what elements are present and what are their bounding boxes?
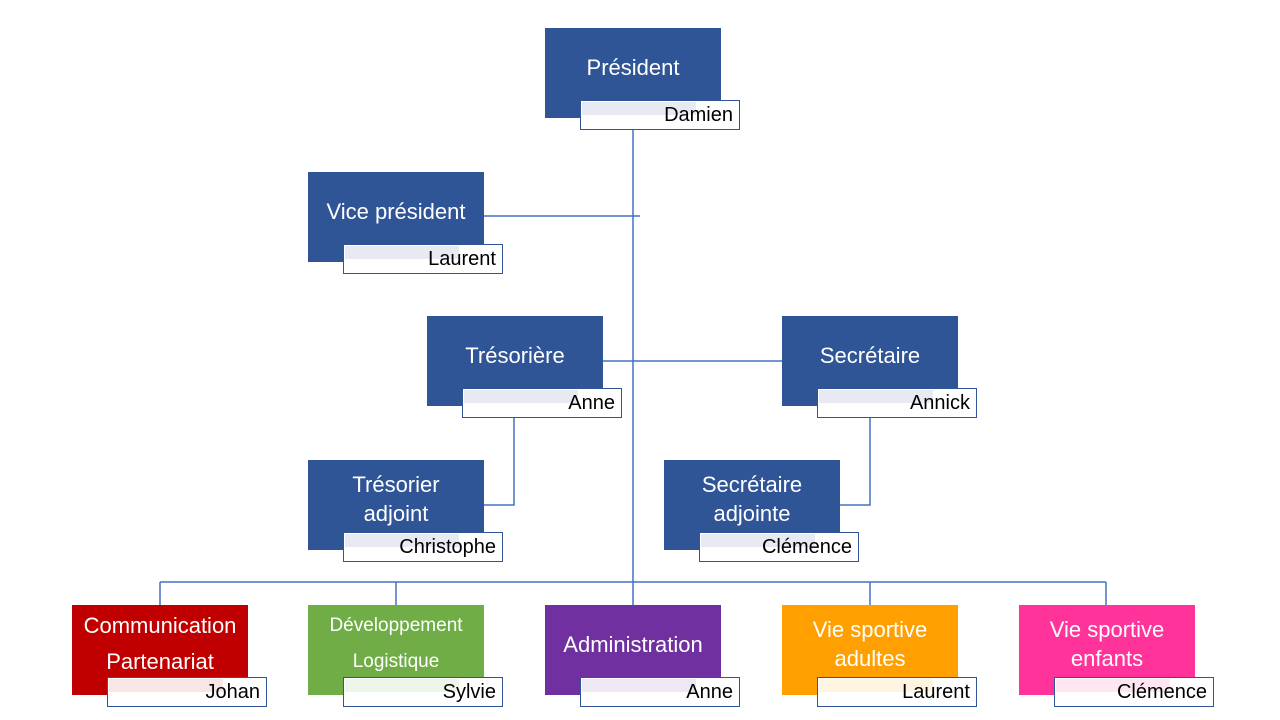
secretaire-title: Secrétaire <box>819 342 921 368</box>
administration-node: Administration Anne <box>545 605 740 707</box>
developpement-name-tag: Sylvie <box>343 677 503 707</box>
administration-name: Anne <box>686 681 733 703</box>
tresoriere-node: Trésorière Anne <box>427 316 622 418</box>
tag-tint <box>345 246 459 259</box>
vie-adultes-name-tag: Laurent <box>817 677 977 707</box>
communication-name: Johan <box>205 681 261 703</box>
secretaire-adjointe-name-tag: Clémence <box>699 532 859 562</box>
vie-adultes-title: Vie sportive adultes <box>812 617 928 671</box>
tag-tint <box>109 679 223 692</box>
president-node: Président Damien <box>545 28 740 130</box>
tresorier-adjoint-branch-line <box>484 418 515 506</box>
secretaire-adjointe-node: Secrétaire adjointe Clémence <box>664 460 859 562</box>
vie-adultes-name: Laurent <box>902 681 970 703</box>
communication-name-tag: Johan <box>107 677 267 707</box>
communication-node: Communication Partenariat Johan <box>72 605 267 707</box>
secretaire-node: Secrétaire Annick <box>782 316 977 418</box>
tresoriere-name: Anne <box>568 392 615 414</box>
tag-tint <box>345 679 459 692</box>
communication-title: Communication Partenariat <box>83 613 237 674</box>
vice-president-name-tag: Laurent <box>343 244 503 274</box>
tresorier-adjoint-title: Trésorier adjoint <box>352 472 440 526</box>
president-name-tag: Damien <box>580 100 740 130</box>
tag-tint <box>819 390 933 403</box>
vice-president-node: Vice président Laurent <box>308 172 503 274</box>
vie-enfants-name: Clémence <box>1116 681 1207 703</box>
secretaire-adjointe-title: Secrétaire adjointe <box>701 472 803 526</box>
tresorier-adjoint-node: Trésorier adjoint Christophe <box>308 460 503 562</box>
tag-tint <box>464 390 578 403</box>
administration-name-tag: Anne <box>580 677 740 707</box>
tresoriere-name-tag: Anne <box>462 388 622 418</box>
vie-enfants-node: Vie sportive enfants Clémence <box>1019 605 1214 707</box>
secretaire-adjointe-name: Clémence <box>761 536 852 558</box>
developpement-title: Développement Logistique <box>329 615 463 672</box>
tag-tint <box>701 534 815 547</box>
tag-tint <box>1056 679 1170 692</box>
vice-president-title: Vice président <box>326 198 466 224</box>
developpement-name: Sylvie <box>442 681 496 703</box>
vice-president-name: Laurent <box>428 248 496 270</box>
vie-enfants-title: Vie sportive enfants <box>1049 617 1165 671</box>
secretaire-adjointe-branch-line <box>838 418 871 506</box>
president-name: Damien <box>664 104 733 126</box>
vie-enfants-name-tag: Clémence <box>1054 677 1214 707</box>
tag-tint <box>582 102 696 115</box>
developpement-node: Développement Logistique Sylvie <box>308 605 503 707</box>
tresoriere-title: Trésorière <box>465 342 565 368</box>
tag-tint <box>345 534 459 547</box>
tresorier-adjoint-name: Christophe <box>399 536 496 558</box>
vie-adultes-node: Vie sportive adultes Laurent <box>782 605 977 707</box>
tag-tint <box>819 679 933 692</box>
tag-tint <box>582 679 696 692</box>
secretaire-name-tag: Annick <box>817 388 977 418</box>
administration-title: Administration <box>563 631 703 657</box>
secretaire-name: Annick <box>909 392 970 414</box>
president-title: Président <box>586 54 680 80</box>
tresorier-adjoint-name-tag: Christophe <box>343 532 503 562</box>
